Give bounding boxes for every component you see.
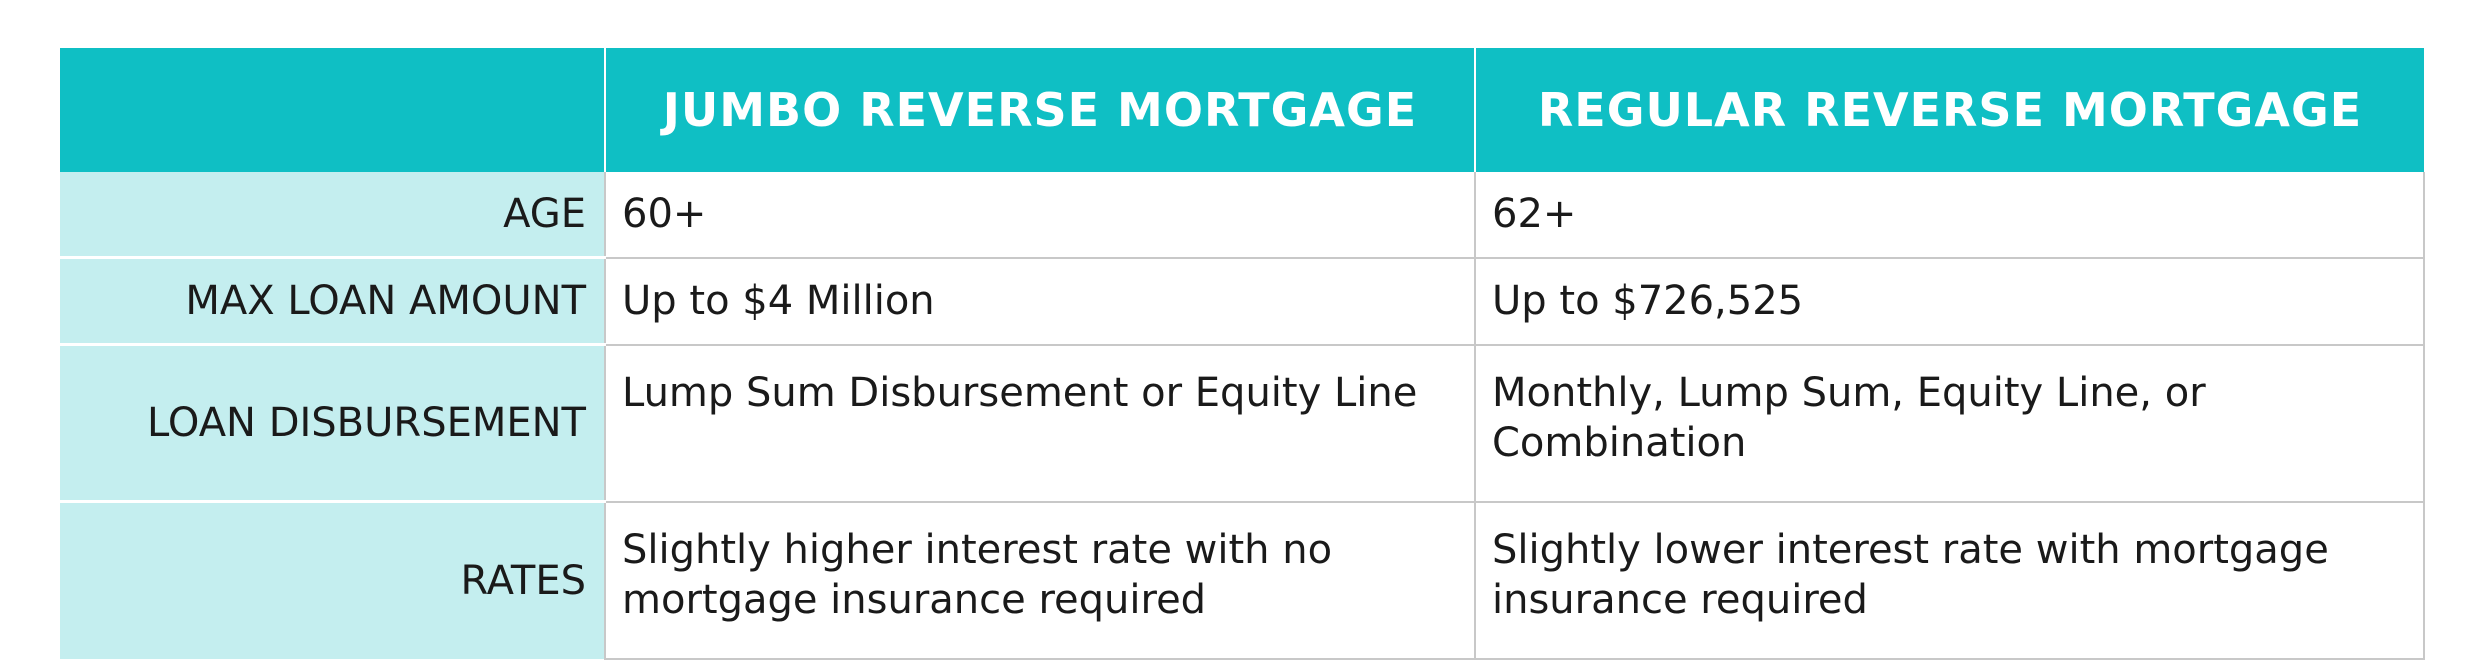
cell-regular-rates: Slightly lower interest rate with mortga… — [1474, 501, 2425, 660]
table-row-rates: RATES Slightly higher interest rate with… — [60, 500, 2425, 660]
table-body: AGE 60+ 62+ MAX LOAN AMOUNT Up to $4 Mil… — [60, 172, 2425, 660]
row-label-age: AGE — [60, 172, 605, 258]
row-label-rates: RATES — [60, 500, 605, 659]
header-regular-reverse-mortgage: REGULAR REVERSE MORTGAGE — [1474, 48, 2424, 172]
table-row-max-loan-amount: MAX LOAN AMOUNT Up to $4 Million Up to $… — [60, 256, 2425, 346]
header-jumbo-reverse-mortgage: JUMBO REVERSE MORTGAGE — [604, 48, 1475, 172]
mortgage-comparison-table: JUMBO REVERSE MORTGAGE REGULAR REVERSE M… — [60, 48, 2425, 660]
cell-regular-max-loan-amount: Up to $726,525 — [1474, 257, 2425, 346]
row-label-loan-disbursement: LOAN DISBURSEMENT — [60, 343, 605, 502]
cell-jumbo-age: 60+ — [604, 172, 1475, 259]
cell-jumbo-max-loan-amount: Up to $4 Million — [604, 257, 1475, 346]
cell-jumbo-rates: Slightly higher interest rate with no mo… — [604, 501, 1475, 660]
cell-regular-age: 62+ — [1474, 172, 2425, 259]
cell-jumbo-loan-disbursement: Lump Sum Disbursement or Equity Line — [604, 344, 1475, 503]
table-row-age: AGE 60+ 62+ — [60, 172, 2425, 259]
row-label-max-loan-amount: MAX LOAN AMOUNT — [60, 256, 605, 345]
table-header: JUMBO REVERSE MORTGAGE REGULAR REVERSE M… — [60, 48, 2424, 172]
table-row-loan-disbursement: LOAN DISBURSEMENT Lump Sum Disbursement … — [60, 343, 2425, 503]
cell-regular-loan-disbursement: Monthly, Lump Sum, Equity Line, or Combi… — [1474, 344, 2425, 503]
header-row: JUMBO REVERSE MORTGAGE REGULAR REVERSE M… — [60, 48, 2424, 172]
header-corner-cell — [60, 48, 605, 172]
